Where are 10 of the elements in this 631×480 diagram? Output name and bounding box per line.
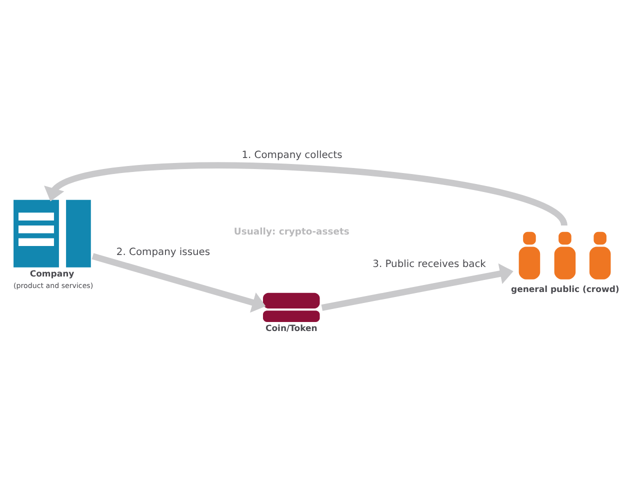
- edge-label: 3. Public receives back: [372, 259, 486, 270]
- node-label: Company: [30, 269, 74, 280]
- label: Usually: crypto-assets: [234, 226, 350, 238]
- node-label: (product and services): [14, 280, 94, 290]
- edge-label: 1. Company collects: [242, 150, 342, 161]
- node-label: Coin/Token: [265, 324, 318, 334]
- arrow: [44, 162, 567, 228]
- node-label: general public (crowd): [511, 284, 620, 295]
- edge-label: 2. Company issues: [116, 247, 210, 258]
- arrow: [92, 253, 266, 313]
